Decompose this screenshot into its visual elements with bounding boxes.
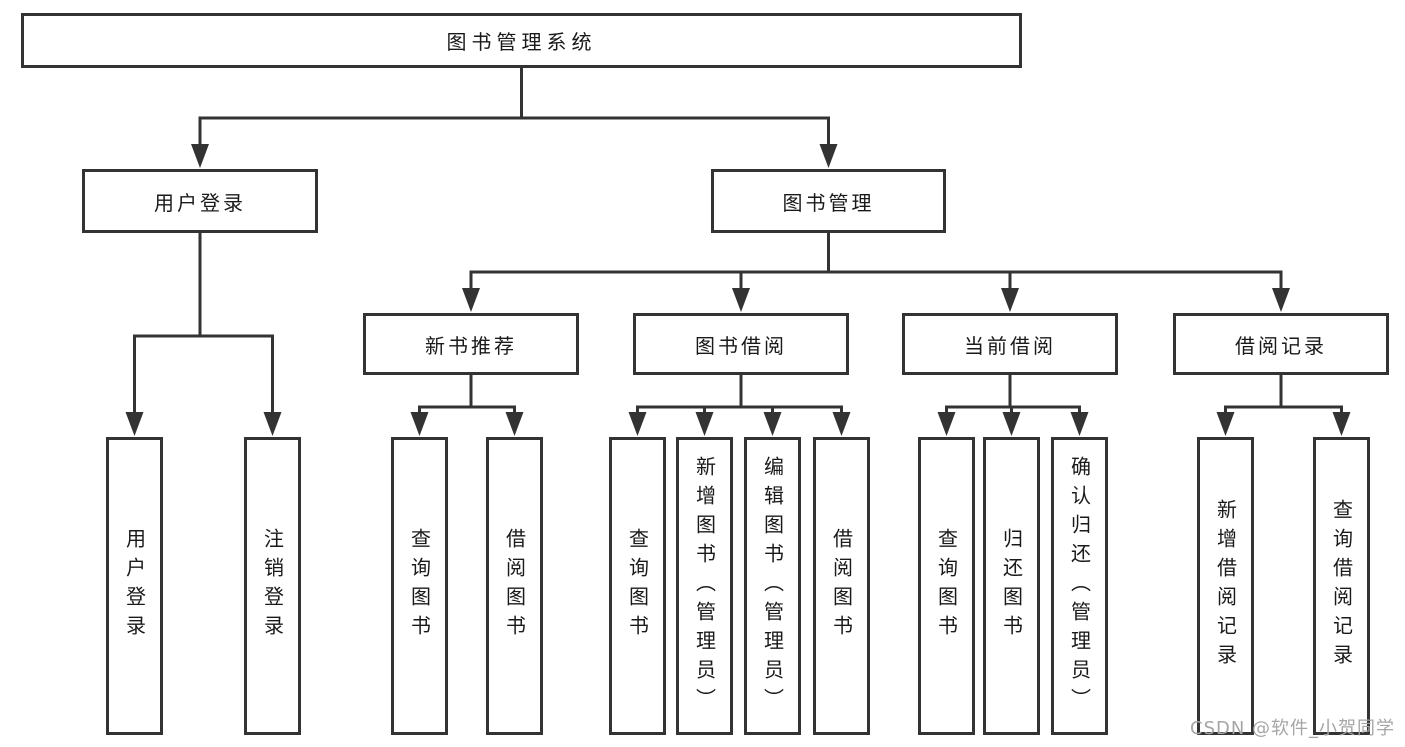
- node-root: 图书管理系统: [21, 13, 1022, 68]
- csdn-watermark: CSDN @软件_小贺同学: [1190, 718, 1396, 739]
- leaf-edit-book-admin: 编辑图书（管理员）: [744, 437, 801, 735]
- leaf-add-borrow-record: 新增借阅记录: [1197, 437, 1254, 735]
- leaf-borrow-books-borrow: 借阅图书: [813, 437, 870, 735]
- node-current-borrow: 当前借阅: [902, 313, 1118, 375]
- leaf-borrow-books-recommend: 借阅图书: [486, 437, 543, 735]
- leaf-query-books-borrow: 查询图书: [609, 437, 666, 735]
- leaf-query-borrow-record: 查询借阅记录: [1313, 437, 1370, 735]
- leaf-query-books-recommend: 查询图书: [391, 437, 448, 735]
- connector-book-borrow-branch: [628, 375, 851, 436]
- node-user-login: 用户登录: [82, 169, 318, 233]
- leaf-return-book: 归还图书: [983, 437, 1040, 735]
- leaf-logout: 注销登录: [244, 437, 301, 735]
- connector-current-borrow-branch: [937, 375, 1089, 436]
- node-book-borrow-label: 图书借阅: [695, 333, 787, 358]
- node-borrow-records: 借阅记录: [1173, 313, 1389, 375]
- node-borrow-records-label: 借阅记录: [1235, 333, 1327, 358]
- connector-new-book-recommend-branch: [410, 375, 524, 436]
- node-book-borrow: 图书借阅: [633, 313, 849, 375]
- node-root-label: 图书管理系统: [446, 30, 597, 54]
- node-book-management-label: 图书管理: [782, 190, 875, 215]
- connector-user-login-branch: [125, 233, 282, 436]
- leaf-query-books-current: 查询图书: [918, 437, 975, 735]
- connector-borrow-records-branch: [1216, 375, 1351, 436]
- node-user-login-label: 用户登录: [154, 190, 246, 215]
- node-book-management: 图书管理: [711, 169, 946, 233]
- node-current-borrow-label: 当前借阅: [964, 333, 1056, 358]
- node-new-book-recommend-label: 新书推荐: [425, 333, 517, 358]
- node-new-book-recommend: 新书推荐: [363, 313, 579, 375]
- leaf-add-book-admin: 新增图书（管理员）: [676, 437, 733, 735]
- leaf-user-login: 用户登录: [106, 437, 163, 735]
- leaf-confirm-return-admin: 确认归还（管理员）: [1051, 437, 1108, 735]
- connector-book-management-to-level3: [462, 233, 1290, 312]
- connector-root-to-level2: [191, 68, 838, 168]
